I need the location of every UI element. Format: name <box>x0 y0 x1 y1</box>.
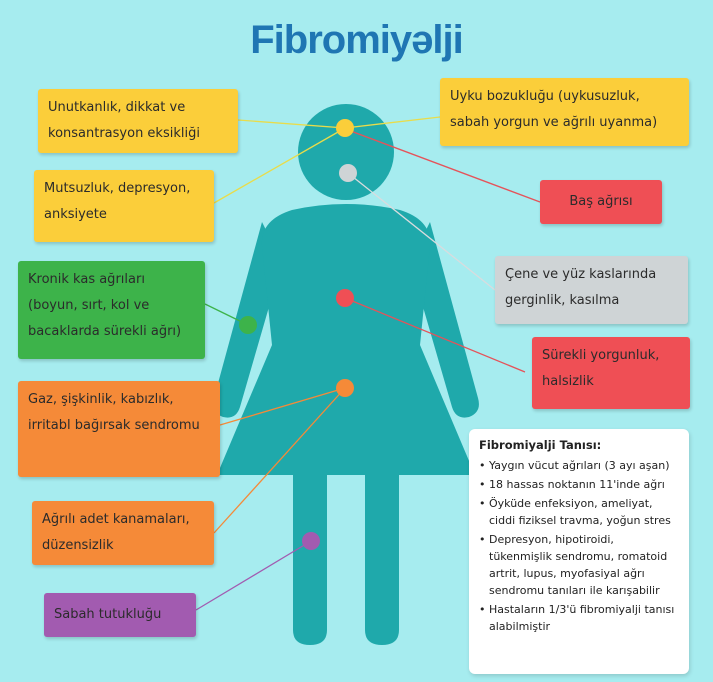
connector-menstrual <box>213 387 346 534</box>
connector-jaw <box>347 172 496 291</box>
connector-mood <box>213 127 346 204</box>
diagnosis-item: 18 hassas noktanın 11'inde ağrı <box>479 476 679 493</box>
symptom-muscle: Kronik kas ağrıları (boyun, sırt, kol ve… <box>18 261 205 359</box>
diagnosis-list: Yaygın vücut ağrıları (3 ayı aşan) 18 ha… <box>479 457 679 635</box>
connector-sleep <box>344 116 441 129</box>
symptom-menstrual: Ağrılı adet kanamaları, düzensizlik <box>32 501 214 565</box>
symptom-headache: Baş ağrısı <box>540 180 662 224</box>
figure-left-leg <box>293 470 327 645</box>
point-chest-red <box>336 289 354 307</box>
point-belly-orange <box>336 379 354 397</box>
symptom-jaw: Çene ve yüz kaslarında gerginlik, kasılm… <box>495 256 688 324</box>
diagnosis-item: Depresyon, hipotiroidi, tükenmişlik send… <box>479 531 679 599</box>
symptom-fatigue: Sürekli yorgunluk, halsizlik <box>532 337 690 409</box>
figure-head <box>298 104 394 200</box>
point-head-yellow <box>336 119 354 137</box>
symptom-mood: Mutsuzluk, depresyon, anksiyete <box>34 170 214 242</box>
symptom-sleep: Uyku bozukluğu (uykusuzluk, sabah yorgun… <box>440 78 689 146</box>
symptom-bowel: Gaz, şişkinlik, kabızlık, irritabl bağır… <box>18 381 220 477</box>
symptom-memory: Unutkanlık, dikkat ve konsantrasyon eksi… <box>38 89 238 153</box>
diagnosis-card: Fibromiyalji Tanısı: Yaygın vücut ağrıla… <box>469 429 689 674</box>
connector-bowel <box>219 387 346 426</box>
connector-headache <box>347 129 541 203</box>
diagnosis-item: Öyküde enfeksiyon, ameliyat, ciddi fizik… <box>479 495 679 529</box>
symptom-stiffness: Sabah tutukluğu <box>44 593 196 637</box>
point-leg-purple <box>302 532 320 550</box>
connector-fatigue <box>344 297 526 373</box>
point-arm-green <box>239 316 257 334</box>
diagnosis-item: Hastaların 1/3'ü fibromiyalji tanısı ala… <box>479 601 679 635</box>
diagnosis-item: Yaygın vücut ağrıları (3 ayı aşan) <box>479 457 679 474</box>
connector-stiffness <box>195 540 312 611</box>
page-title: Fibromiyəlji <box>250 18 464 62</box>
point-face-gray <box>339 164 357 182</box>
diagnosis-heading: Fibromiyalji Tanısı: <box>479 438 602 452</box>
figure-right-leg <box>365 470 399 645</box>
connector-memory <box>237 119 346 129</box>
